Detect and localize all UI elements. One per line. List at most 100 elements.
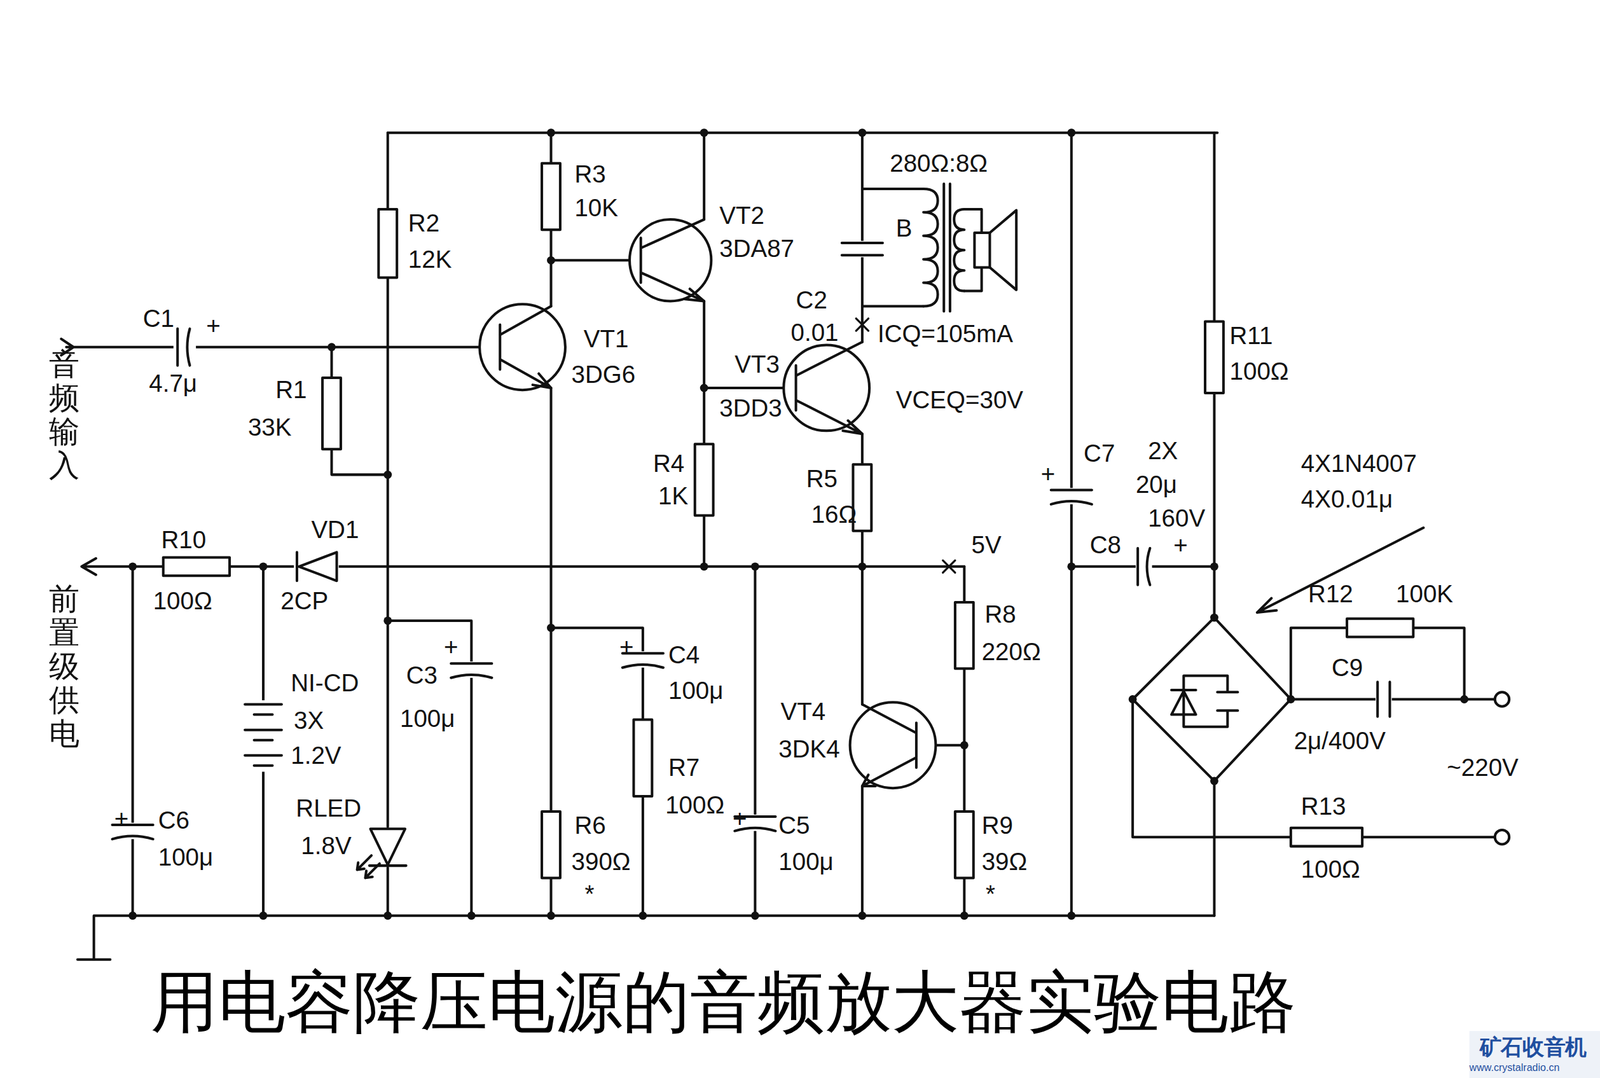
- component-label: 160V: [1147, 504, 1206, 533]
- component-label: *: [584, 880, 594, 909]
- component-label: VT2: [719, 200, 765, 229]
- junction-dot: [857, 128, 867, 137]
- component-label: 280Ω:8Ω: [889, 148, 988, 177]
- component-label: 2μ/400V: [1294, 726, 1386, 755]
- component-label: 0.01: [791, 318, 839, 347]
- component-label: +: [1173, 531, 1188, 559]
- resistor-symbol: [695, 443, 714, 516]
- component-label: VCEQ=30V: [896, 386, 1024, 414]
- component-label: R13: [1301, 792, 1347, 821]
- junction-dot: [128, 562, 137, 571]
- component-label: R5: [806, 464, 838, 493]
- component-label: R2: [408, 209, 440, 238]
- component-label: 100μ: [400, 704, 455, 733]
- component-label: 1.8V: [300, 831, 352, 860]
- component-label: VD1: [310, 515, 359, 544]
- component-label: +: [114, 804, 129, 833]
- capacitor-symbol: [448, 661, 495, 678]
- junction-dot: [1067, 911, 1076, 920]
- wire: [549, 132, 552, 916]
- component-label: R9: [981, 811, 1014, 840]
- terminal: [1495, 691, 1510, 706]
- component-label: 100Ω: [665, 791, 725, 820]
- component-label: R10: [161, 525, 207, 554]
- junction-dot: [546, 911, 556, 920]
- component-label: R1: [275, 375, 307, 404]
- watermark-banner: [1469, 1030, 1600, 1078]
- test-point-mark: [855, 318, 956, 573]
- wire: [703, 386, 796, 390]
- diode-symbol: [369, 828, 407, 866]
- capacitor-symbol: [836, 241, 888, 258]
- junction-dot: [128, 911, 137, 920]
- wire: [61, 132, 1495, 960]
- junction-dot: [259, 562, 268, 571]
- capacitor-symbol: [1135, 546, 1153, 587]
- capacitor-symbol: [1049, 487, 1095, 505]
- junction-dot: [383, 911, 392, 920]
- junction-dot: [700, 128, 709, 137]
- wire: [550, 627, 643, 916]
- junction-dot: [1460, 695, 1469, 704]
- junction-dot: [467, 911, 476, 920]
- wire: [753, 566, 757, 916]
- bridge-rectifier: [1171, 675, 1238, 727]
- junction-dot: [700, 384, 709, 393]
- terminal: [1495, 829, 1510, 844]
- component-label: 16Ω: [811, 499, 858, 528]
- vertical-label: 前置级供电: [48, 581, 80, 751]
- component-label: VT1: [583, 324, 629, 353]
- junction-dot: [1067, 128, 1076, 137]
- component-label: 39Ω: [981, 847, 1028, 876]
- component-label: +: [619, 632, 634, 661]
- component-label: 20μ: [1135, 470, 1178, 499]
- resistor-symbol: [955, 811, 974, 878]
- component-label: R11: [1229, 321, 1274, 350]
- watermark-url: www.crystalradio.cn: [1469, 1061, 1560, 1073]
- wire: [550, 258, 641, 262]
- wire: [131, 566, 135, 916]
- battery-symbol: [242, 700, 284, 772]
- junction-dot: [1286, 695, 1295, 704]
- component-label: NI-CD: [290, 668, 359, 697]
- resistor-symbol: [633, 719, 652, 797]
- component-label: C5: [778, 811, 810, 840]
- junction-dot: [383, 616, 392, 625]
- junction-dot: [1210, 613, 1219, 622]
- diode-symbol: [296, 551, 338, 581]
- capacitor-symbol: [1375, 681, 1393, 719]
- resistor-symbol: [541, 163, 561, 230]
- component-label: 100K: [1395, 579, 1454, 608]
- junction-dot: [546, 623, 556, 633]
- transistor-symbol: [850, 702, 937, 788]
- component-label: R3: [574, 160, 606, 189]
- resistor-symbol: [163, 163, 1414, 879]
- component-label: C3: [406, 661, 438, 690]
- component-label: R8: [984, 600, 1016, 629]
- battery-symbol: [244, 704, 282, 766]
- junction-dot: [857, 562, 867, 571]
- component-label: 390Ω: [571, 847, 631, 876]
- junction-dot: [1210, 776, 1219, 785]
- component-label: 3X: [293, 706, 324, 735]
- junction-dot: [1067, 562, 1076, 571]
- transistor-symbol: [641, 219, 704, 301]
- component-label: 100μ: [668, 676, 724, 705]
- component-label: R7: [668, 753, 700, 782]
- wire: [1212, 132, 1216, 916]
- transistor-symbol: [479, 303, 566, 390]
- component-label: 220Ω: [981, 637, 1042, 666]
- junction-dot: [1210, 562, 1219, 571]
- component-label: 1K: [658, 482, 689, 511]
- battery-symbol: [242, 700, 284, 772]
- capacitor-symbol: [110, 241, 1392, 840]
- wire: [1070, 132, 1073, 916]
- capacitor-symbol: [450, 663, 492, 678]
- resistor-symbol: [378, 209, 397, 278]
- component-label: VT3: [734, 350, 780, 379]
- component-label: 33K: [248, 413, 292, 442]
- capacitor-symbol: [1051, 489, 1092, 504]
- test-point-mark: [855, 318, 869, 331]
- component-label: ICQ=105mA: [877, 319, 1014, 348]
